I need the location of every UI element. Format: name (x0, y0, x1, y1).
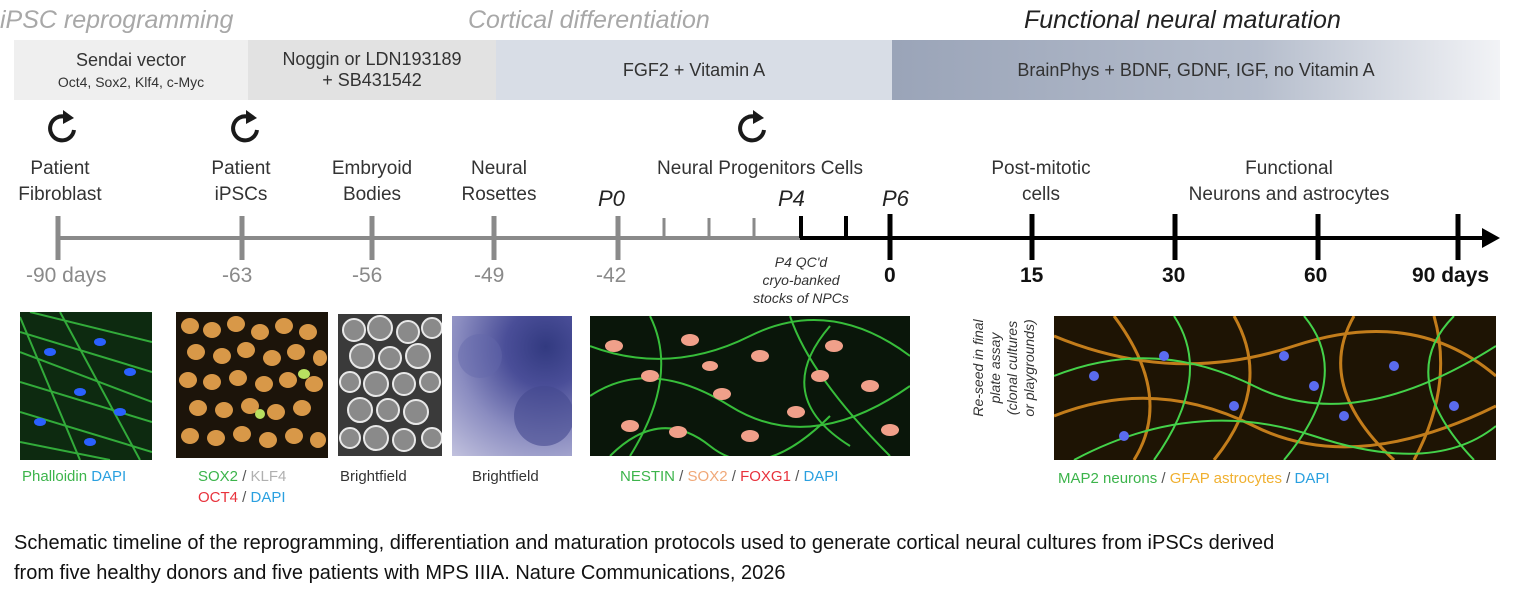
band-brainphys-label: BrainPhys + BDNF, GDNF, IGF, no Vitamin … (1017, 59, 1375, 80)
day-label: -49 (474, 264, 505, 287)
day-label: -56 (352, 264, 383, 287)
band-noggin-line1: Noggin or LDN193189 (282, 49, 462, 69)
day-label: 60 (1304, 264, 1328, 287)
refresh-icon (48, 110, 76, 143)
caption-img2: SOX2 / KLF4 OCT4 / DAPI (198, 468, 287, 506)
micrograph-ipsc (176, 312, 328, 458)
band-brainphys: BrainPhys + BDNF, GDNF, IGF, no Vitamin … (892, 40, 1500, 100)
caption-img4: Brightfield (472, 468, 539, 485)
band-fgf2: FGF2 + Vitamin A (496, 40, 892, 100)
band-noggin: Noggin or LDN193189 + SB431542 (248, 40, 496, 100)
caption-img5: NESTIN / SOX2 / FOXG1 / DAPI (620, 468, 839, 485)
day-label: 15 (1020, 264, 1044, 287)
passage-p0: P0 (598, 186, 625, 211)
stage-npc: Neural Progenitors Cells (657, 158, 863, 179)
phase-reprogramming-title: iPSC reprogramming (0, 6, 234, 34)
day-label: -90 days (26, 264, 107, 287)
caption-img6: MAP2 neurons / GFAP astrocytes / DAPI (1058, 470, 1330, 487)
micrograph-neural-rosettes (452, 316, 572, 456)
caption-img1: Phalloidin DAPI (22, 468, 127, 485)
day-label: 30 (1162, 264, 1186, 287)
timeline-arrowhead (1482, 228, 1500, 248)
day-label: -42 (596, 264, 627, 287)
timeline-axis (55, 214, 1500, 260)
micrograph-neurons-astrocytes (1054, 316, 1496, 460)
band-fgf2-label: FGF2 + Vitamin A (622, 59, 766, 80)
band-sendai-title: Sendai vector (75, 50, 187, 70)
micrograph-embryoid-bodies (338, 314, 442, 456)
phase-maturation-title: Functional neural maturation (1024, 6, 1341, 34)
grey-minor-ticks (662, 218, 756, 238)
caption-img3: Brightfield (340, 468, 407, 485)
micrograph-fibroblast (20, 312, 152, 460)
day-label: 90 days (1412, 264, 1490, 287)
refresh-icon (231, 110, 259, 143)
black-ticks (887, 214, 1461, 260)
passage-p6: P6 (882, 186, 909, 211)
micrograph-npc (590, 316, 910, 456)
band-sendai: Sendai vector Oct4, Sox2, Klf4, c-Myc (14, 40, 248, 100)
figure-caption: Schematic timeline of the reprogramming,… (14, 532, 1275, 584)
phase-cortical-title: Cortical differentiation (468, 6, 710, 34)
black-minor-ticks (799, 216, 848, 238)
day-label: -63 (222, 264, 253, 287)
grey-ticks (55, 216, 621, 260)
passage-p4: P4 (778, 186, 805, 211)
band-sendai-factors: Oct4, Sox2, Klf4, c-Myc (57, 74, 205, 90)
refresh-icon (738, 110, 766, 143)
day-label: 0 (884, 264, 896, 287)
band-noggin-line2: + SB431542 (322, 70, 422, 90)
